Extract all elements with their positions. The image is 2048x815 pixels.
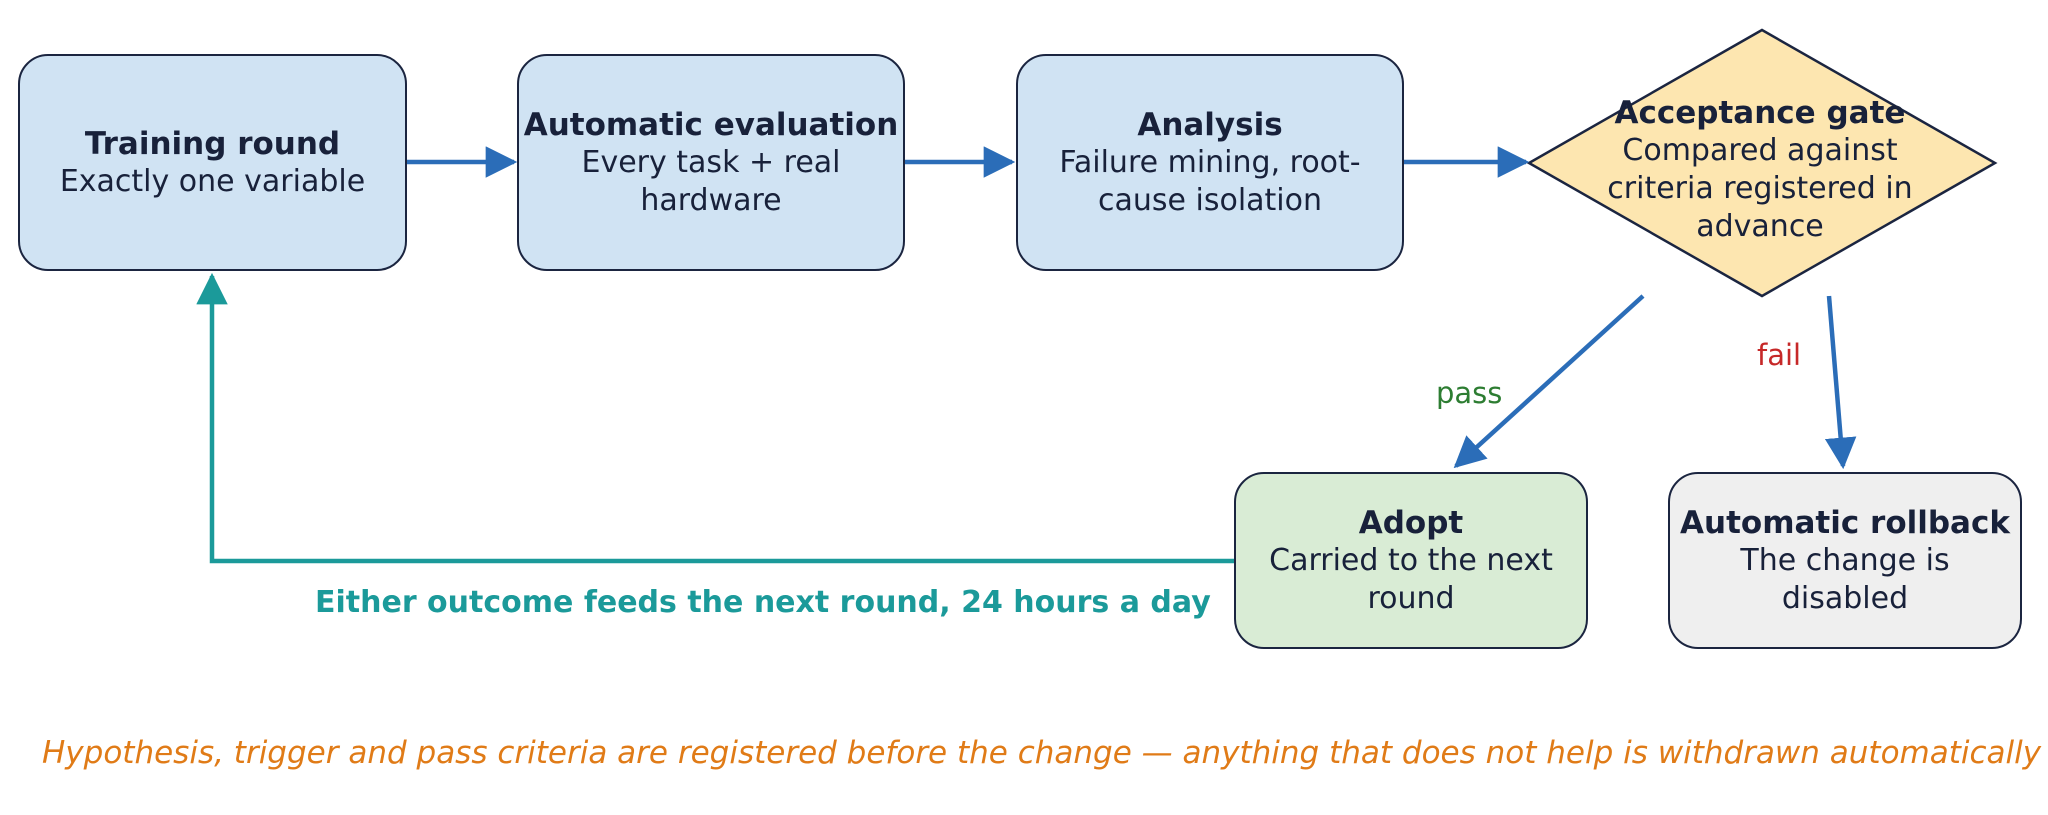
- node-subtitle: Every task + real hardware: [581, 144, 841, 218]
- arrow-loop-back: [196, 272, 1234, 564]
- node-training-round: Training round Exactly one variable: [18, 54, 407, 271]
- node-subtitle: The change is disabled: [1740, 542, 1950, 616]
- node-title: Automatic rollback: [1680, 504, 2010, 541]
- node-analysis: Analysis Failure mining, root-cause isol…: [1016, 54, 1404, 271]
- footnote: Hypothesis, trigger and pass criteria ar…: [42, 735, 2042, 771]
- node-automatic-rollback: Automatic rollback The change is disable…: [1668, 472, 2022, 649]
- node-subtitle: Compared against criteria registered in …: [1607, 133, 1913, 244]
- pass-label: pass: [1436, 376, 1503, 410]
- arrow-gate-to-rollback: [1824, 295, 1857, 470]
- node-subtitle: Failure mining, root-cause isolation: [1059, 144, 1361, 218]
- node-adopt: Adopt Carried to the next round: [1234, 472, 1588, 649]
- node-title: Automatic evaluation: [523, 106, 899, 143]
- arrow-gate-to-adopt: [1453, 294, 1645, 469]
- node-title: Adopt: [1358, 504, 1464, 541]
- node-subtitle: Carried to the next round: [1269, 542, 1553, 616]
- decision-diamond: [1526, 28, 1998, 298]
- node-title: Training round: [84, 125, 341, 162]
- fail-label: fail: [1757, 338, 1802, 372]
- node-subtitle: Exactly one variable: [59, 163, 366, 199]
- node-title: Analysis: [1137, 106, 1283, 143]
- node-title: Acceptance gate: [1614, 95, 1906, 131]
- loop-label: Either outcome feeds the next round, 24 …: [315, 585, 1211, 620]
- node-acceptance-gate: Acceptance gate Compared against criteri…: [1540, 94, 1980, 246]
- node-automatic-evaluation: Automatic evaluation Every task + real h…: [517, 54, 905, 271]
